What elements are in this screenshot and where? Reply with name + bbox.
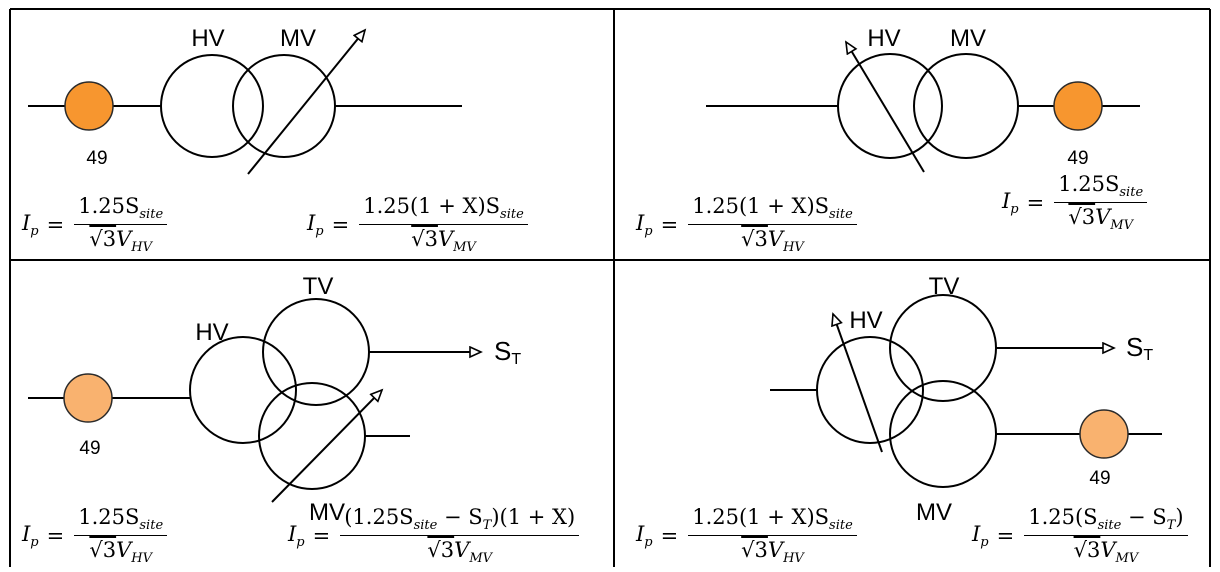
hv-label: HV bbox=[849, 307, 882, 334]
hv-winding bbox=[160, 54, 264, 158]
relay-label: 49 bbox=[1067, 148, 1088, 169]
hv-label: HV bbox=[191, 25, 224, 52]
tap-changer-arrow bbox=[271, 390, 382, 503]
tv-winding bbox=[889, 294, 997, 402]
mv-winding bbox=[232, 54, 336, 158]
relay-49-icon bbox=[1053, 81, 1103, 131]
st-label: ST bbox=[1126, 332, 1153, 364]
tap-changer-arrow bbox=[833, 314, 883, 453]
formula-mv: Ip = 1.25Ssite √3VMV bbox=[1002, 172, 1148, 233]
formula-hv: Ip = 1.25(1 + X)Ssite √3VHV bbox=[636, 194, 857, 255]
hv-label: HV bbox=[867, 25, 900, 52]
cell-top-left: 49 HV MV bbox=[28, 25, 462, 175]
cell-top-right: 49 HV MV bbox=[706, 25, 1140, 173]
relay-49-icon bbox=[1079, 409, 1129, 459]
relay-label: 49 bbox=[86, 148, 107, 169]
hv-winding bbox=[837, 53, 943, 159]
st-label: ST bbox=[494, 336, 521, 368]
tap-changer-arrow bbox=[846, 42, 925, 173]
mv-label: MV bbox=[309, 499, 345, 526]
mv-label: MV bbox=[280, 25, 316, 52]
hv-winding bbox=[189, 336, 297, 444]
cell-bottom-left: 49 HV TV MV ST bbox=[28, 273, 521, 526]
tv-label: TV bbox=[303, 273, 334, 300]
formula-mv: Ip = 1.25(Ssite − ST) √3VMV bbox=[972, 505, 1188, 566]
relay-label: 49 bbox=[1089, 468, 1110, 489]
mv-label: MV bbox=[916, 499, 952, 526]
formula-hv: Ip = 1.25Ssite √3VHV bbox=[22, 505, 168, 566]
mv-winding bbox=[258, 382, 366, 490]
tap-changer-arrow bbox=[247, 30, 365, 175]
relay-49-icon bbox=[63, 373, 113, 423]
mv-label: MV bbox=[950, 25, 986, 52]
table-grid bbox=[9, 8, 1211, 567]
relay-label: 49 bbox=[79, 438, 100, 459]
formula-mv: Ip = 1.25(1 + X)Ssite √3VMV bbox=[307, 194, 528, 255]
hv-winding bbox=[816, 336, 924, 444]
formula-hv: Ip = 1.25(1 + X)Ssite √3VHV bbox=[636, 505, 857, 566]
mv-winding bbox=[889, 380, 997, 488]
hv-label: HV bbox=[195, 319, 228, 346]
cell-bottom-right: 49 HV TV MV ST bbox=[770, 273, 1162, 526]
formula-hv: Ip = 1.25Ssite √3VHV bbox=[22, 194, 168, 255]
mv-winding bbox=[913, 53, 1019, 159]
tv-label: TV bbox=[929, 273, 960, 300]
relay-49-icon bbox=[64, 81, 114, 131]
formula-mv: Ip = (1.25Ssite − ST)(1 + X) √3VMV bbox=[288, 505, 580, 566]
